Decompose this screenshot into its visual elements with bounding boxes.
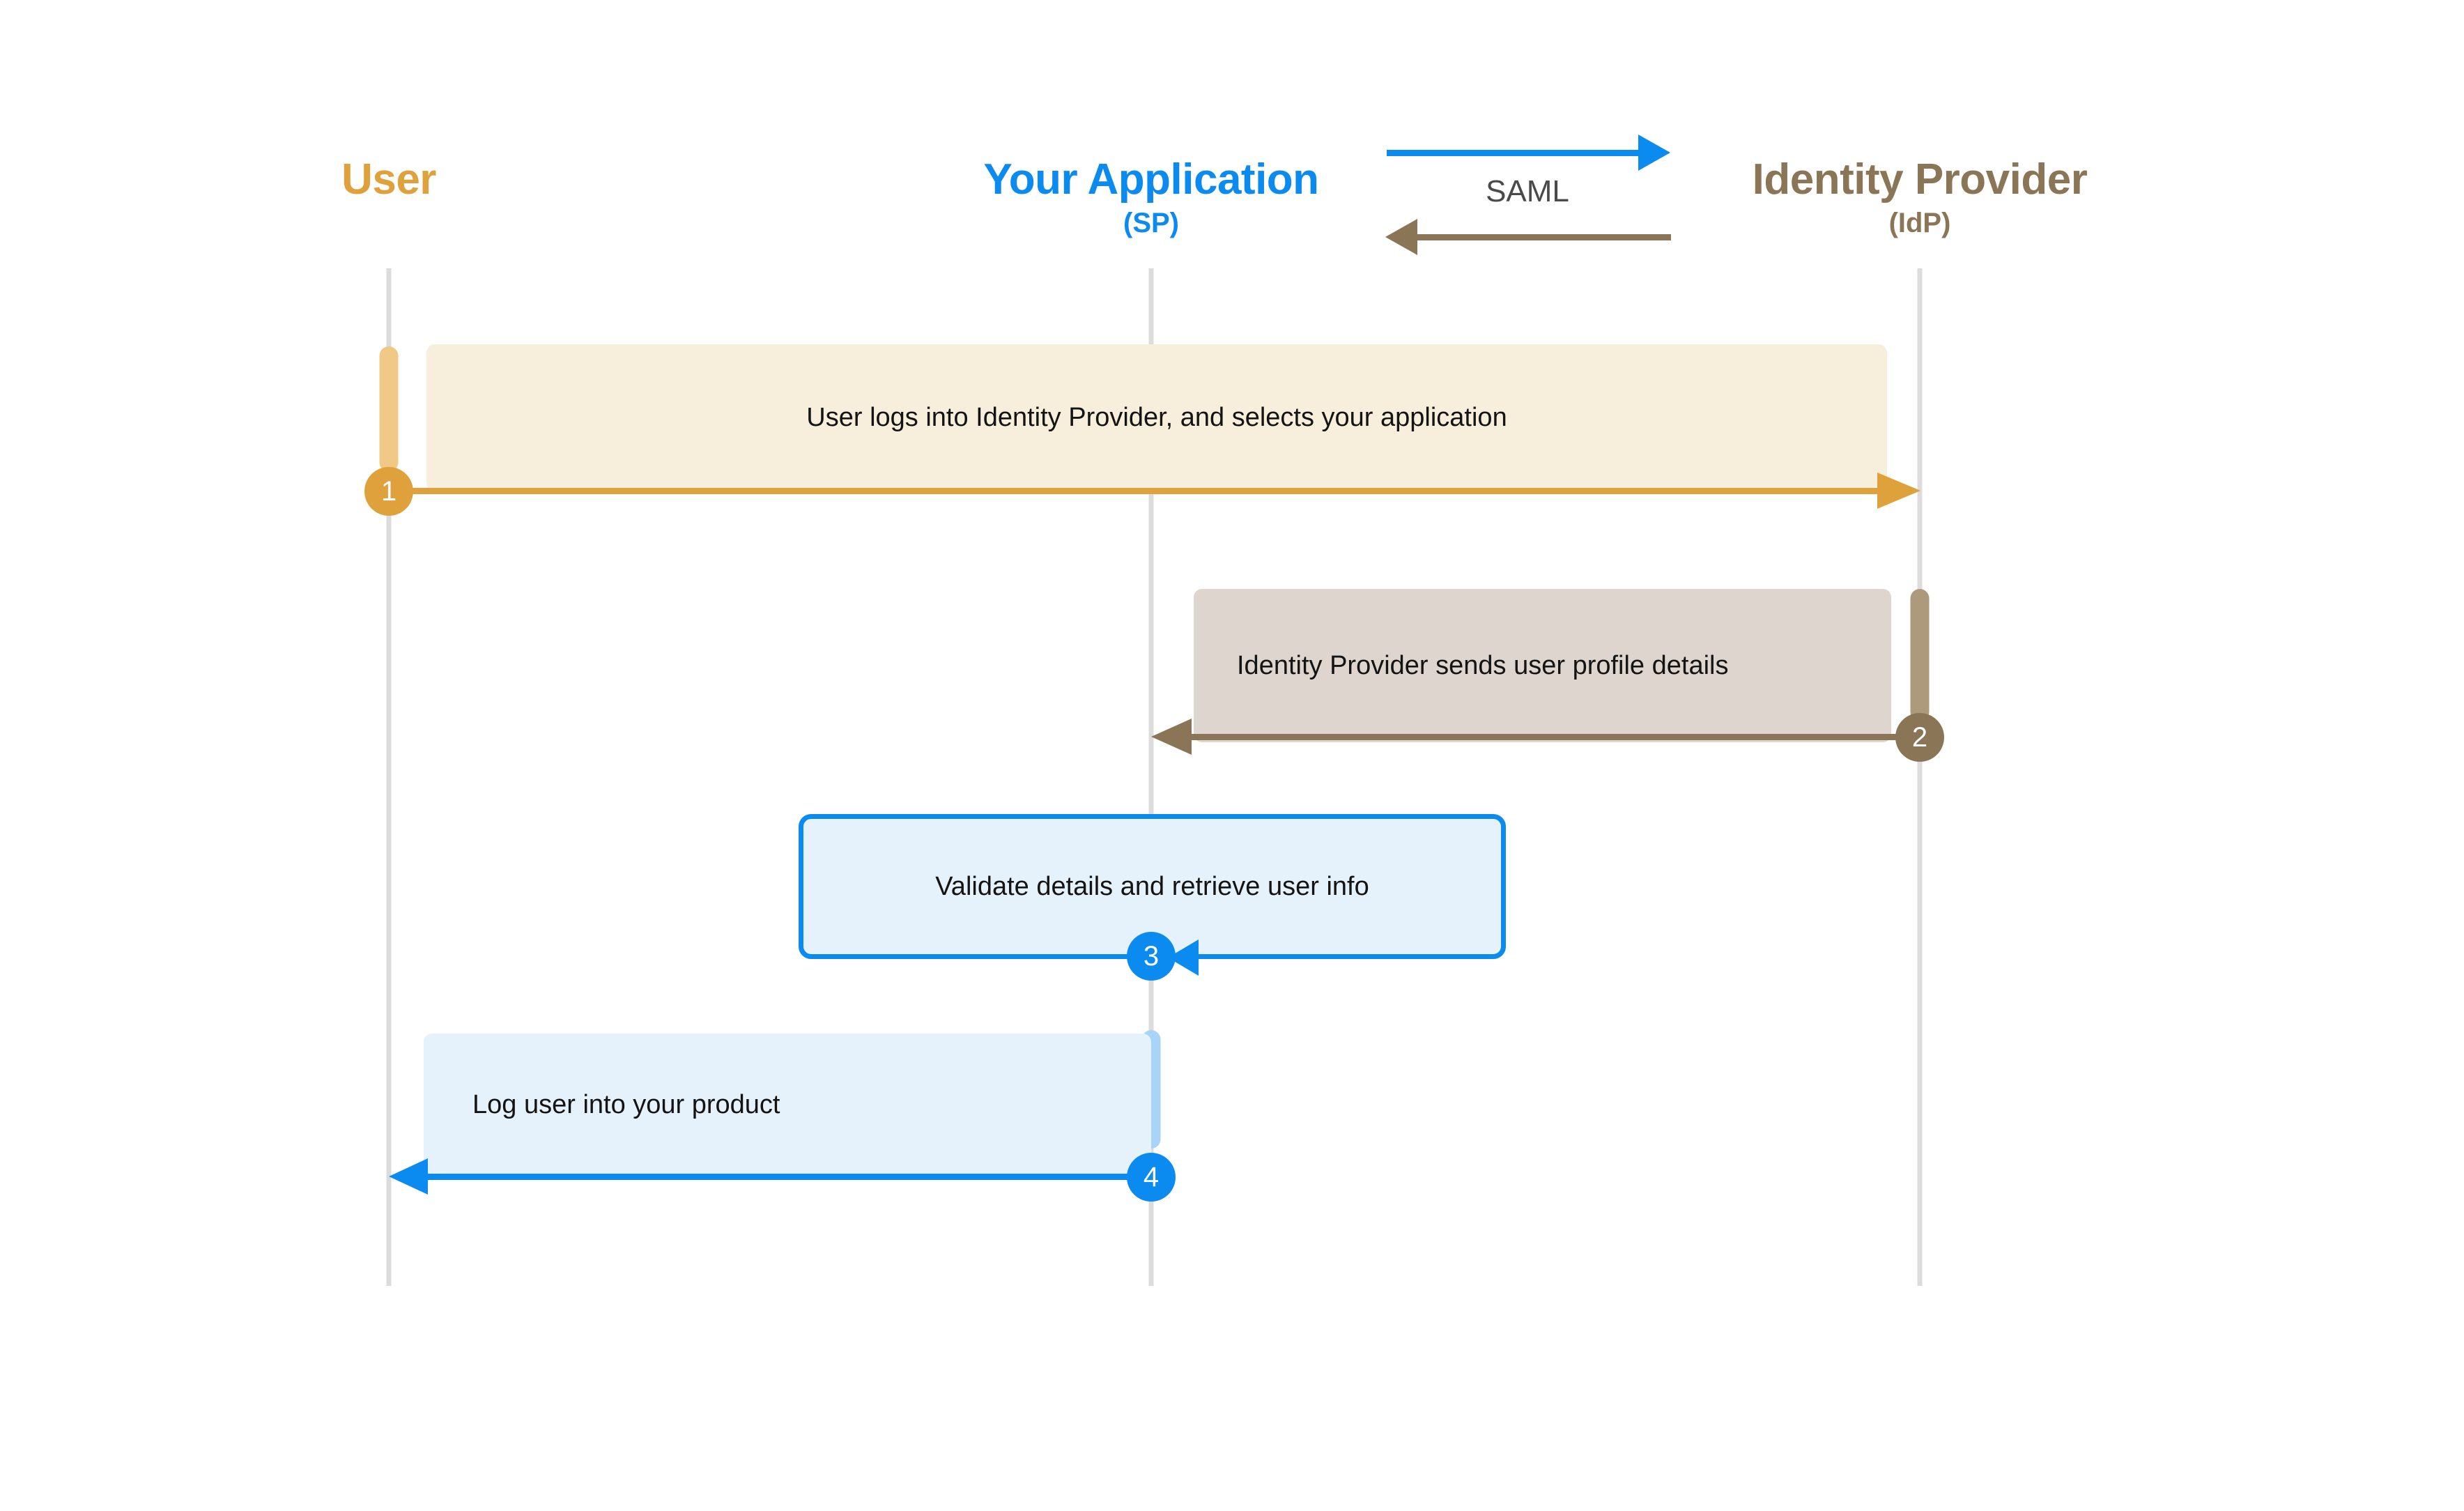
actor-subtitle-idp: (IdP)	[1888, 208, 1951, 239]
message-band-step4: Log user into your product	[424, 1034, 1151, 1176]
actor-subtitle-sp: (SP)	[1123, 208, 1179, 239]
lifeline-user	[386, 268, 392, 1286]
arrow-line-step2	[1185, 734, 1920, 740]
actor-title-user: User	[341, 155, 436, 204]
arrowhead-step2-icon	[1151, 719, 1192, 755]
message-text-step4: Log user into your product	[472, 1090, 780, 1119]
saml-forward-arrowhead-icon	[1638, 135, 1670, 171]
activation-bar-idp-step2	[1910, 589, 1930, 721]
message-text-step2: Identity Provider sends user profile det…	[1237, 650, 1729, 680]
arrow-line-step4	[422, 1174, 1151, 1180]
message-band-step2: Identity Provider sends user profile det…	[1194, 589, 1891, 742]
activation-bar-user-step1	[379, 346, 399, 472]
actor-title-your-application: Your Application	[983, 155, 1319, 204]
message-text-step3: Validate details and retrieve user info	[935, 871, 1369, 901]
saml-forward-arrow-line	[1387, 150, 1648, 156]
lifeline-your-application	[1148, 268, 1154, 1286]
actor-header-identity-provider: Identity Provider (IdP)	[1753, 157, 2088, 240]
lifeline-identity-provider	[1917, 268, 1923, 1286]
step-number-3[interactable]: 3	[1127, 932, 1176, 981]
step-number-4[interactable]: 4	[1127, 1153, 1176, 1202]
message-text-step1: User logs into Identity Provider, and se…	[806, 402, 1507, 432]
arrowhead-step1-icon	[1877, 473, 1920, 509]
arrow-line-step1	[389, 488, 1884, 494]
saml-return-arrow-line	[1411, 234, 1671, 240]
step-number-2[interactable]: 2	[1895, 713, 1944, 762]
message-band-step1: User logs into Identity Provider, and se…	[426, 344, 1887, 491]
step-number-1[interactable]: 1	[364, 467, 413, 516]
actor-header-user: User	[341, 157, 436, 202]
actor-header-your-application: Your Application (SP)	[983, 155, 1319, 240]
actor-title-identity-provider: Identity Provider	[1752, 155, 2088, 204]
saml-return-arrowhead-icon	[1385, 219, 1417, 255]
saml-legend-label: SAML	[1486, 174, 1569, 208]
arrowhead-step4-icon	[389, 1158, 428, 1195]
